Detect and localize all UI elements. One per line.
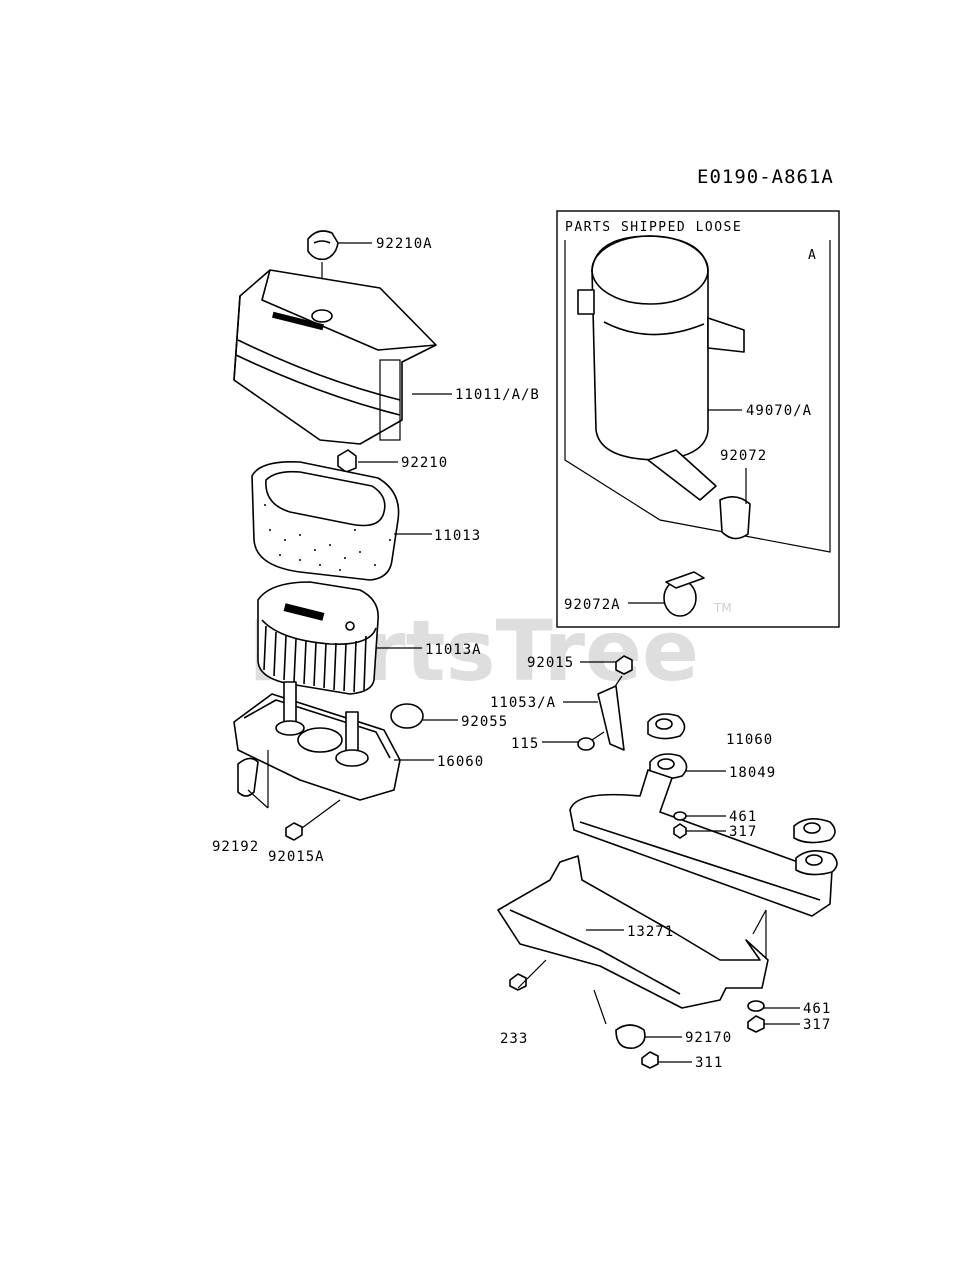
- callout-233: 233: [500, 1031, 528, 1047]
- callout-11060: 11060: [726, 732, 773, 748]
- clamp-part: [663, 571, 705, 617]
- nut-92015a-part: [285, 822, 303, 841]
- callout-11053: 11053/A: [490, 695, 556, 711]
- bracket-part: [597, 685, 625, 751]
- muffler-part: [577, 235, 751, 540]
- callout-317-lower: 317: [803, 1017, 831, 1033]
- nut-317-lower: [747, 1015, 765, 1033]
- callout-115: 115: [511, 736, 539, 752]
- callout-461-lower: 461: [803, 1001, 831, 1017]
- callout-92210: 92210: [401, 455, 448, 471]
- callout-92072: 92072: [720, 448, 767, 464]
- callout-49070: 49070/A: [746, 403, 812, 419]
- callout-11011: 11011/A/B: [455, 387, 540, 403]
- exhaust-pipe-part: [569, 713, 838, 917]
- prefilter-part: [251, 460, 400, 581]
- callout-317-upper: 317: [729, 824, 757, 840]
- nut-92015-part: [615, 655, 633, 675]
- callout-92015a: 92015A: [268, 849, 325, 865]
- callout-11013: 11013: [434, 528, 481, 544]
- knob-part: [307, 230, 339, 310]
- nut-317-upper: [673, 823, 687, 839]
- callout-461-upper: 461: [729, 809, 757, 825]
- box-marker: A: [808, 248, 817, 263]
- bolt-233-part: [509, 959, 547, 991]
- callout-92015: 92015: [527, 655, 574, 671]
- washer-461-upper: [673, 811, 687, 821]
- callout-16060: 16060: [437, 754, 484, 770]
- nut-311-part: [641, 1051, 659, 1069]
- leader-lines: [338, 242, 800, 1063]
- callout-13271: 13271: [627, 924, 674, 940]
- mount-bracket-part: [497, 855, 769, 1009]
- callout-92210a: 92210A: [376, 236, 433, 252]
- callout-311: 311: [695, 1055, 723, 1071]
- callout-92072a: 92072A: [564, 597, 621, 613]
- callout-18049: 18049: [729, 765, 776, 781]
- watermark-tm: TM: [713, 601, 732, 615]
- callout-11013a: 11013A: [425, 642, 482, 658]
- box-title: PARTS SHIPPED LOOSE: [565, 220, 742, 235]
- diagram-code: E0190-A861A: [697, 166, 834, 188]
- wing-nut-part: [337, 449, 357, 473]
- parts-shipped-loose-box: PARTS SHIPPED LOOSE A: [556, 210, 840, 628]
- element-part: [257, 581, 379, 695]
- base-part: [233, 681, 401, 801]
- clamp-92170-part: [593, 989, 646, 1049]
- washer-461-lower: [747, 1000, 765, 1012]
- cover-part: [233, 269, 437, 445]
- elbow-part: [237, 757, 259, 797]
- o-ring-part: [390, 703, 424, 729]
- bolt-part: [577, 731, 605, 751]
- callout-92192: 92192: [212, 839, 259, 855]
- callout-92170: 92170: [685, 1030, 732, 1046]
- callout-92055: 92055: [461, 714, 508, 730]
